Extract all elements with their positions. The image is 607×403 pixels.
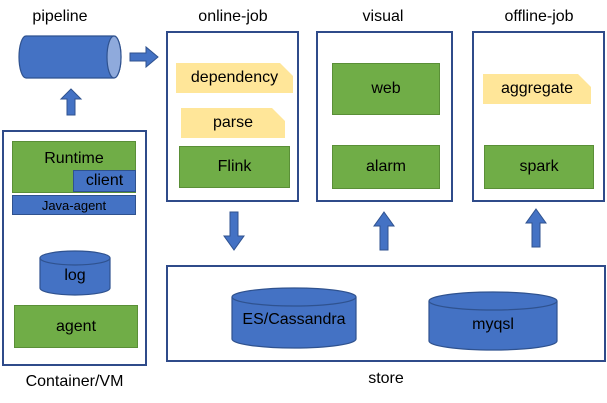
- mysql-label: myqsl: [472, 316, 514, 333]
- container-vm-frame: Runtime client Java-agent log agent: [2, 130, 147, 366]
- client-label: client: [85, 172, 124, 189]
- alarm-box: alarm: [332, 145, 440, 189]
- dependency-label: dependency: [190, 69, 279, 86]
- pipeline-cylinder: [18, 35, 122, 79]
- client-box: client: [73, 170, 136, 192]
- es-cassandra-label: ES/Cassandra: [242, 311, 346, 328]
- offline-job-title: offline-job: [504, 8, 574, 25]
- arrow-pipeline-to-online-job: [129, 45, 159, 69]
- agent-label: agent: [55, 317, 97, 335]
- web-label: web: [371, 80, 401, 97]
- parse-label: parse: [212, 114, 254, 131]
- java-agent-label: Java-agent: [41, 197, 107, 213]
- aggregate-note: aggregate: [483, 74, 591, 104]
- pipeline-title: pipeline: [32, 8, 88, 25]
- visual-frame: web alarm: [316, 31, 453, 202]
- aggregate-label: aggregate: [500, 80, 574, 97]
- log-cylinder: log: [39, 250, 111, 296]
- online-job-title: online-job: [198, 8, 268, 25]
- arrow-online-job-to-store: [223, 211, 245, 251]
- offline-job-frame: aggregate spark: [472, 31, 605, 202]
- es-cassandra-cylinder: ES/Cassandra: [231, 287, 357, 349]
- parse-note: parse: [181, 108, 285, 138]
- spark-box: spark: [484, 145, 594, 189]
- arrow-container-to-pipeline: [59, 88, 83, 116]
- store-title: store: [368, 370, 404, 387]
- visual-title: visual: [362, 8, 404, 25]
- arrow-store-to-visual: [373, 211, 395, 251]
- store-frame: ES/Cassandra myqsl: [166, 265, 606, 362]
- log-label: log: [64, 267, 86, 284]
- dependency-note: dependency: [176, 63, 293, 93]
- java-agent-box: Java-agent: [12, 195, 136, 215]
- flink-box: Flink: [179, 146, 290, 188]
- agent-box: agent: [14, 305, 138, 348]
- container-vm-title: Container/VM: [25, 373, 124, 390]
- web-box: web: [332, 63, 440, 115]
- runtime-label: Runtime: [44, 150, 104, 167]
- mysql-cylinder: myqsl: [428, 291, 558, 351]
- flink-label: Flink: [217, 158, 252, 175]
- alarm-label: alarm: [365, 158, 406, 175]
- spark-label: spark: [519, 158, 559, 175]
- arrow-store-to-offline-job: [525, 208, 547, 248]
- online-job-frame: dependency parse Flink: [166, 31, 299, 202]
